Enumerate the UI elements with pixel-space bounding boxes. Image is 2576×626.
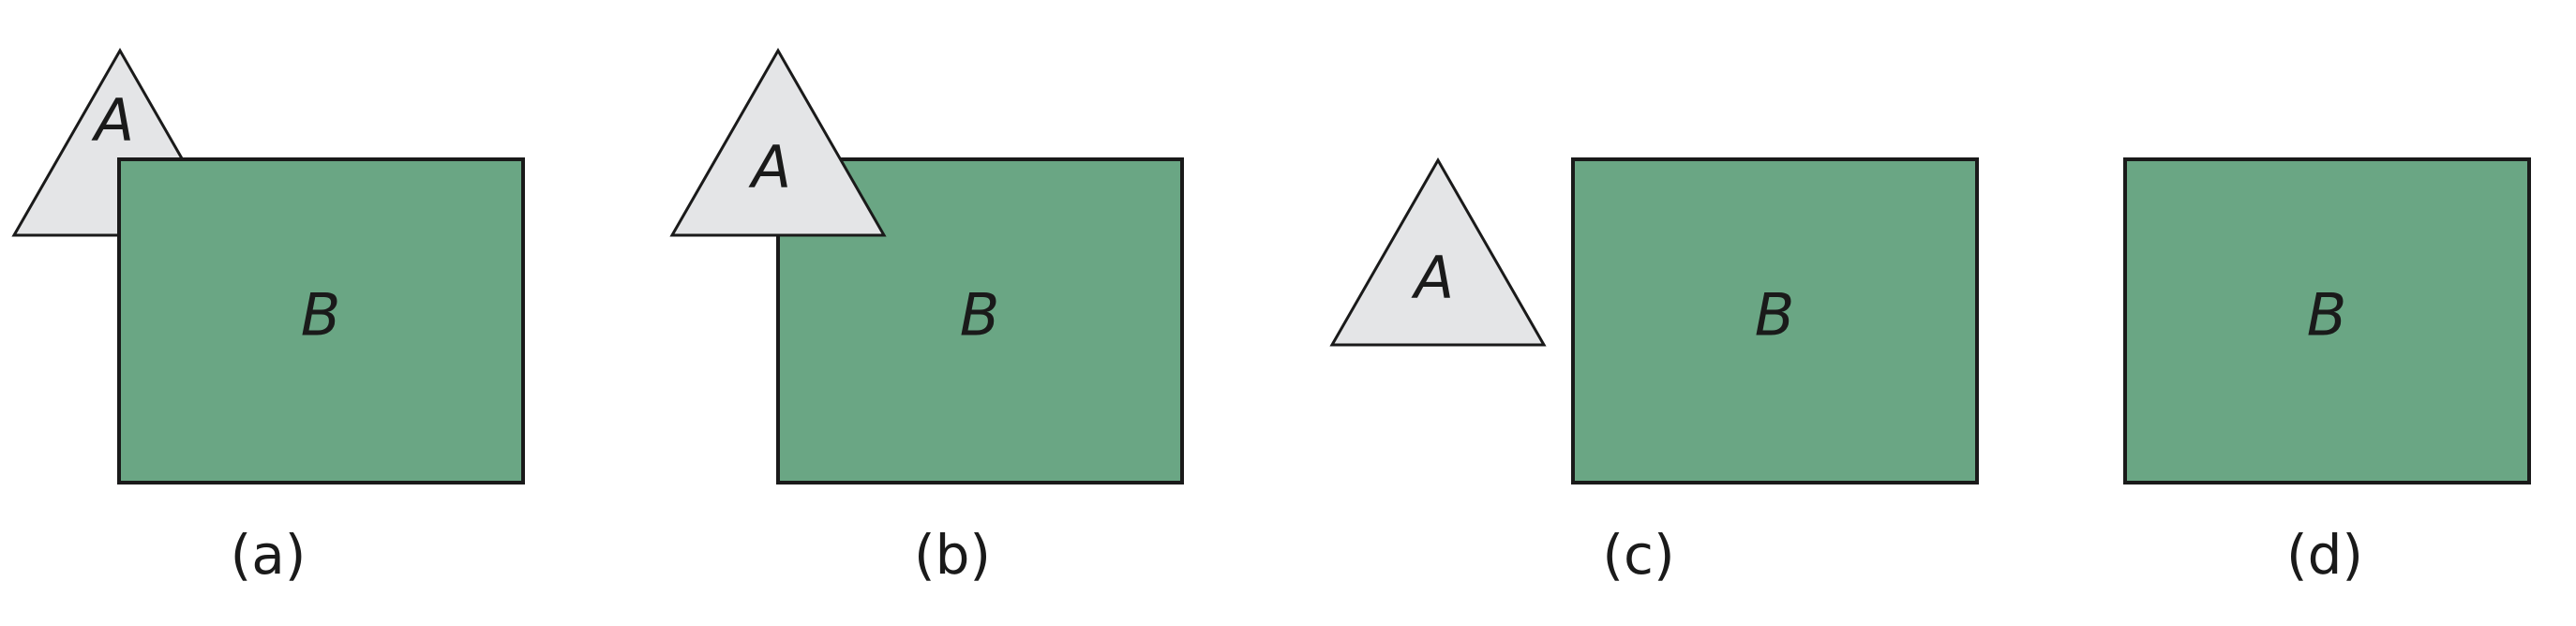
triangle-a-label: A — [748, 133, 791, 201]
triangle-a-shape — [1329, 156, 1547, 347]
triangle-a-label: A — [1411, 244, 1454, 312]
triangle-a-label: A — [91, 86, 134, 155]
rectangle-b-label: B — [1755, 281, 1795, 350]
rectangle-b-label: B — [301, 281, 341, 350]
panel-c: A B (c) — [1329, 156, 1979, 587]
rectangle-b-shape — [2123, 157, 2531, 484]
rectangle-b-label: B — [2307, 281, 2347, 350]
rectangle-b-shape — [1571, 157, 1979, 484]
rectangle-b-shape — [117, 157, 525, 484]
panel-d: B (d) — [2123, 157, 2531, 587]
panel-caption: (a) — [231, 523, 307, 587]
panel-caption: (c) — [1602, 523, 1674, 587]
panel-a: A B (a) — [11, 47, 525, 587]
panel-caption: (d) — [2286, 523, 2363, 587]
rectangle-b-label: B — [960, 281, 1000, 350]
panel-caption: (b) — [914, 523, 991, 587]
triangle-a-shape — [669, 47, 887, 237]
panel-b: B A (b) — [669, 47, 1184, 587]
